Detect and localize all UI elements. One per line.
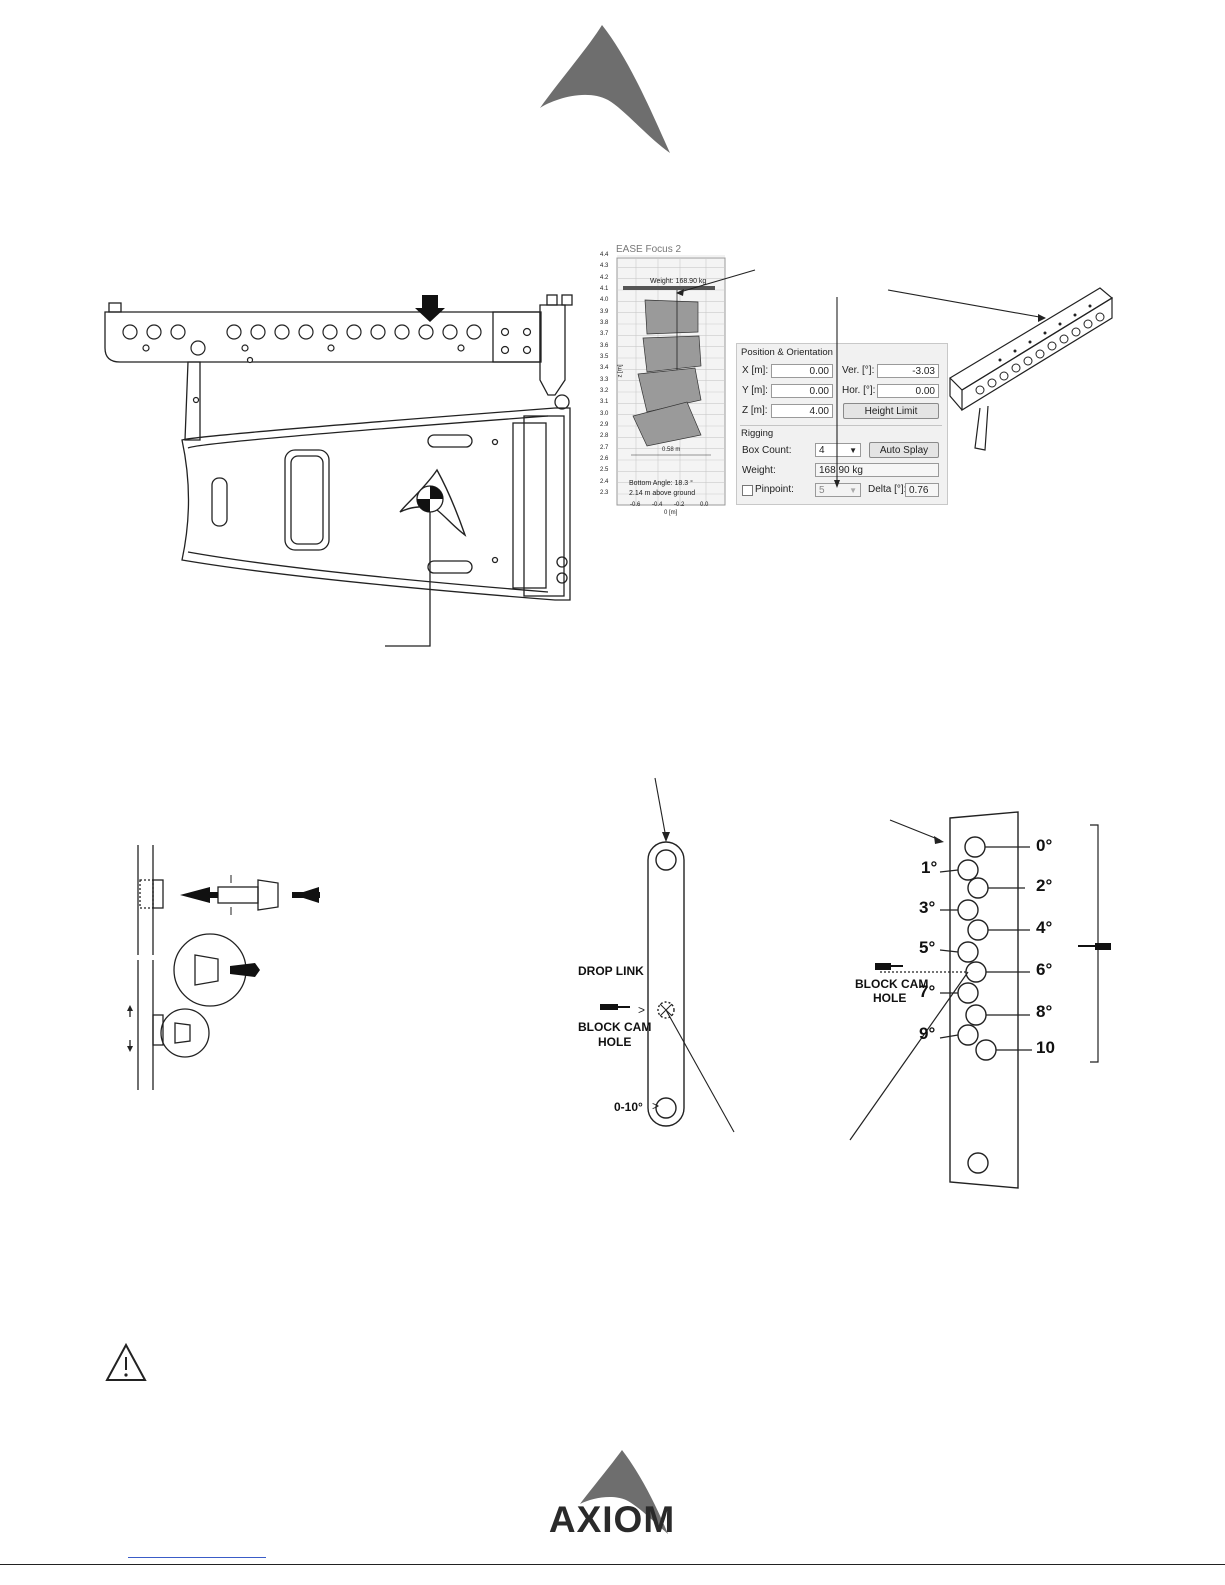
chart-y-tick: 3.3 xyxy=(600,376,609,383)
angle-label-right: 8° xyxy=(1036,1002,1053,1021)
angle-label-right: 6° xyxy=(1036,960,1053,979)
chart-y-tick: 2.8 xyxy=(600,433,609,440)
quick-release-pin-diagram xyxy=(127,845,320,1090)
angle-label-right: 0° xyxy=(1036,836,1053,855)
footer-rule xyxy=(0,1564,1225,1565)
rail-iso-drawing xyxy=(949,287,1114,451)
rigging-group-title: Rigging xyxy=(741,428,774,439)
box-count-label: Box Count: xyxy=(742,445,792,456)
chevron-down-icon: ▼ xyxy=(849,486,857,495)
chart-y-tick: 2.3 xyxy=(600,490,609,496)
chart-y-tick: 4.1 xyxy=(600,286,609,292)
chart-title: EASE Focus 2 xyxy=(616,244,682,255)
chart-x-axis-label: 0 [m] xyxy=(664,510,678,516)
pinpoint-label: Pinpoint: xyxy=(755,484,794,495)
angle-label-left: 9° xyxy=(919,1024,936,1043)
chart-y-tick: 3.2 xyxy=(600,388,609,394)
drop-link-range-caret: > xyxy=(652,1099,660,1113)
chart-x-tick: 0.0 xyxy=(700,502,709,508)
chart-y-tick: 4.4 xyxy=(600,252,609,258)
axiom-logo-bottom xyxy=(580,1450,668,1534)
chart-y-tick: 4.0 xyxy=(600,297,609,304)
chart-y-tick: 2.4 xyxy=(600,478,609,485)
z-label: Z [m]: xyxy=(742,405,768,416)
drop-link-cam-label-1: BLOCK CAM xyxy=(578,1020,652,1034)
brand-wordmark: AXIOM xyxy=(548,1499,676,1540)
hor-input[interactable]: 0.00 xyxy=(877,384,939,398)
drop-link-drawing xyxy=(600,777,735,1133)
chart-above-ground: 2.14 m above ground xyxy=(629,490,696,497)
chart-y-tick: 3.0 xyxy=(600,410,609,417)
drop-link-angle-range: 0-10° xyxy=(614,1100,643,1114)
angle-label-left: 1° xyxy=(921,858,938,877)
y-input[interactable]: 0.00 xyxy=(771,384,833,398)
chart-y-tick: 3.6 xyxy=(600,342,609,349)
angle-label-left: 7° xyxy=(919,982,936,1001)
chart-y-tick: 3.4 xyxy=(600,365,609,372)
pinpoint-checkbox[interactable] xyxy=(742,485,753,496)
box-count-select[interactable]: 4 ▼ xyxy=(815,443,861,457)
angle-label-right: 2° xyxy=(1036,876,1053,895)
angle-plate-cam-label-1: BLOCK CAM xyxy=(855,977,929,991)
hor-label: Hor. [°]: xyxy=(842,385,876,396)
flying-frame-drawing xyxy=(104,294,573,647)
chart-y-tick: 2.6 xyxy=(600,456,609,462)
chart-x-tick: -0.4 xyxy=(652,502,663,508)
chart-x-tick: -0.6 xyxy=(630,502,641,508)
panel-divider xyxy=(740,425,942,426)
chevron-down-icon: ▼ xyxy=(849,446,857,455)
delta-label: Delta [°]: xyxy=(868,484,907,495)
angle-label-left: 5° xyxy=(919,938,936,957)
angle-label-left: 3° xyxy=(919,898,936,917)
warning-icon xyxy=(105,1342,147,1381)
angle-label-right: 10 xyxy=(1036,1038,1055,1057)
chart-y-tick: 3.9 xyxy=(600,308,609,315)
z-input[interactable]: 4.00 xyxy=(771,404,833,418)
chart-y-tick: 2.5 xyxy=(600,467,609,474)
footer-link-underline[interactable] xyxy=(128,1557,266,1558)
y-label: Y [m]: xyxy=(742,385,768,396)
axiom-logo-top xyxy=(540,25,670,153)
x-label: X [m]: xyxy=(742,365,769,376)
chart-weight-label: Weight: 168.90 kg xyxy=(650,278,707,285)
drop-link-caret: > xyxy=(638,1003,646,1017)
chart-y-tick: 2.9 xyxy=(600,422,609,428)
auto-splay-button[interactable]: Auto Splay xyxy=(869,442,939,458)
chart-y-tick: 3.7 xyxy=(600,331,609,338)
drop-link-title: DROP LINK xyxy=(578,964,644,978)
ver-input[interactable]: -3.03 xyxy=(877,364,939,378)
box-count-value: 4 xyxy=(819,445,825,456)
chart-bottom-angle: Bottom Angle: 18.3 ° xyxy=(629,480,693,487)
chart-y-tick: 3.5 xyxy=(600,354,609,360)
ease-focus-chart-thumbnail xyxy=(616,255,726,506)
pinpoint-value: 5 xyxy=(819,485,825,496)
delta-field: 0.76 xyxy=(905,483,939,497)
position-group-title: Position & Orientation xyxy=(741,347,833,358)
x-input[interactable]: 0.00 xyxy=(771,364,833,378)
callout-lines-top xyxy=(676,269,1046,488)
drop-link-cam-label-2: HOLE xyxy=(598,1035,632,1049)
ver-label: Ver. [°]: xyxy=(842,365,875,376)
chart-y-tick: 3.1 xyxy=(600,399,609,406)
position-rigging-panel: Position & Orientation X [m]: 0.00 Ver. … xyxy=(736,343,948,505)
weight-field: 168.90 kg xyxy=(815,463,939,477)
chart-y-tick: 4.3 xyxy=(600,263,609,270)
weight-label: Weight: xyxy=(742,465,776,476)
angle-label-right: 4° xyxy=(1036,918,1053,937)
height-limit-button[interactable]: Height Limit xyxy=(843,403,939,419)
chart-x-tick: -0.2 xyxy=(674,502,685,508)
chart-y-tick: 3.8 xyxy=(600,320,609,326)
chart-dim-label: 0.58 m xyxy=(662,447,681,453)
chart-y-tick: 4.2 xyxy=(600,274,609,281)
angle-plate-cam-label-2: HOLE xyxy=(873,991,907,1005)
angle-plate-drawing xyxy=(849,811,1111,1189)
chart-y-tick: 2.7 xyxy=(600,444,609,451)
